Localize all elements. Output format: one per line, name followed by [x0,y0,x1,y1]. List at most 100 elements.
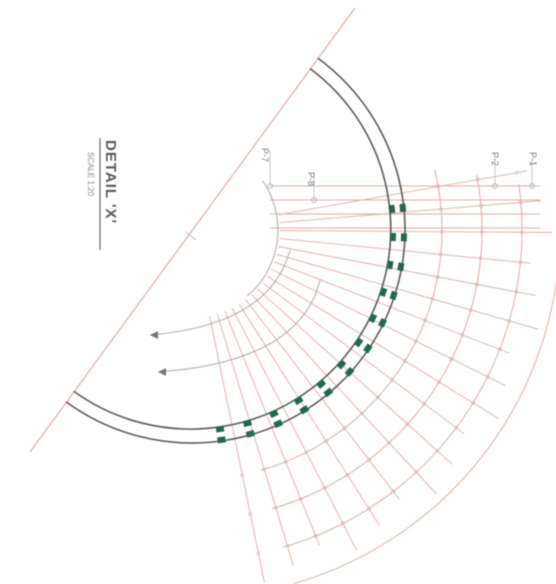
grid-node [391,489,396,494]
grid-node [298,496,303,501]
grid-node [248,512,253,517]
outer-arc-4 [293,280,556,584]
detail-scale: SCALE 1:20 [86,152,95,197]
grid-node [402,359,407,363]
fixing-block [353,337,364,348]
fixing-block [273,419,284,429]
radial-line-8 [270,268,506,387]
radial-line-13 [245,299,400,500]
grid-node [366,457,371,462]
grid-node [342,426,347,431]
grid-node [304,450,309,455]
grid-label-p8: P-8 [306,172,316,186]
radial-line-3 [279,230,553,233]
outer-arc-3 [282,184,523,548]
radial-line-17 [216,314,294,566]
grid-node [414,470,419,475]
grid-node [387,440,391,445]
fixing-block [215,425,225,433]
label-node-3 [492,183,498,189]
fixing-block [344,366,355,377]
grid-node [413,339,418,344]
fixing-block [245,429,256,438]
radial-line-7 [273,261,510,354]
outer-arc-2 [271,174,483,510]
fixing-block [336,359,347,370]
grid-label-p1: P-1 [528,152,538,166]
fixing-block [399,203,407,213]
fixing-block [386,260,394,270]
dimension-arrow-2 [157,279,321,373]
grid-node [437,380,441,384]
detail-title: DETAIL 'X' [102,140,119,224]
label-node-2 [311,197,317,203]
fixing-block [268,409,279,418]
grid-node [313,534,318,538]
grid-label-p2: P-2 [490,152,500,166]
inner-arc [246,180,279,297]
label-node-1 [267,183,273,189]
grid-node [340,521,345,526]
grid-node [240,472,245,477]
fixing-block [323,387,334,398]
radial-line-11 [257,288,453,465]
fixing-block [293,395,304,406]
grid-node [485,374,490,379]
grid-node [422,401,427,406]
fixing-block [389,232,397,242]
fixing-blocks [215,203,408,444]
radial-line-9 [266,275,499,419]
curved-wall [65,57,406,444]
grid-node [435,448,440,453]
radial-line-12 [251,294,437,495]
label-node-4 [529,183,535,189]
fixing-block [316,379,327,389]
grid-node [283,459,288,464]
fixing-block [368,313,378,324]
fixing-block [217,436,226,444]
grid-node [460,332,465,337]
grid-node [497,347,502,352]
grid-node [345,472,350,477]
outer-arcs [260,169,556,584]
radial-line-4 [279,238,531,264]
grid-node [454,425,459,430]
grid-node [322,485,327,490]
grid-label-p7: P-7 [260,148,270,162]
fixing-block [378,317,387,328]
radial-line-5 [278,246,536,297]
fixing-block [363,343,373,354]
fixing-block [299,405,310,415]
chord-tick [185,231,197,241]
arrow-head-1 [150,331,158,339]
grid-node [366,506,371,511]
fixing-block [397,262,405,272]
fixing-block [388,204,396,214]
radial-line-14 [238,304,380,526]
grid-node [375,395,380,400]
grid-node [359,411,364,416]
chord-line [29,7,356,453]
wall-arc-inner [73,67,392,430]
grid-node [449,356,454,361]
fixing-block [400,233,408,242]
radial-line-16 [224,311,320,546]
dimension-arrows [149,249,321,376]
grid-node [405,422,410,426]
grid-node [256,551,261,556]
radial-line-18 [209,316,265,583]
grid-node [324,439,328,444]
fixing-block [379,287,388,297]
fixing-block [242,419,253,428]
fixing-block [389,290,398,301]
wall-arc-outer [65,57,406,444]
radial-grid-lines [209,150,553,583]
grid-node [515,170,519,175]
radial-line-10 [262,282,465,435]
grid-node [423,318,428,323]
radial-line-15 [231,308,358,551]
dimension-arrow-1 [149,249,291,336]
outer-arc-1 [260,169,443,471]
